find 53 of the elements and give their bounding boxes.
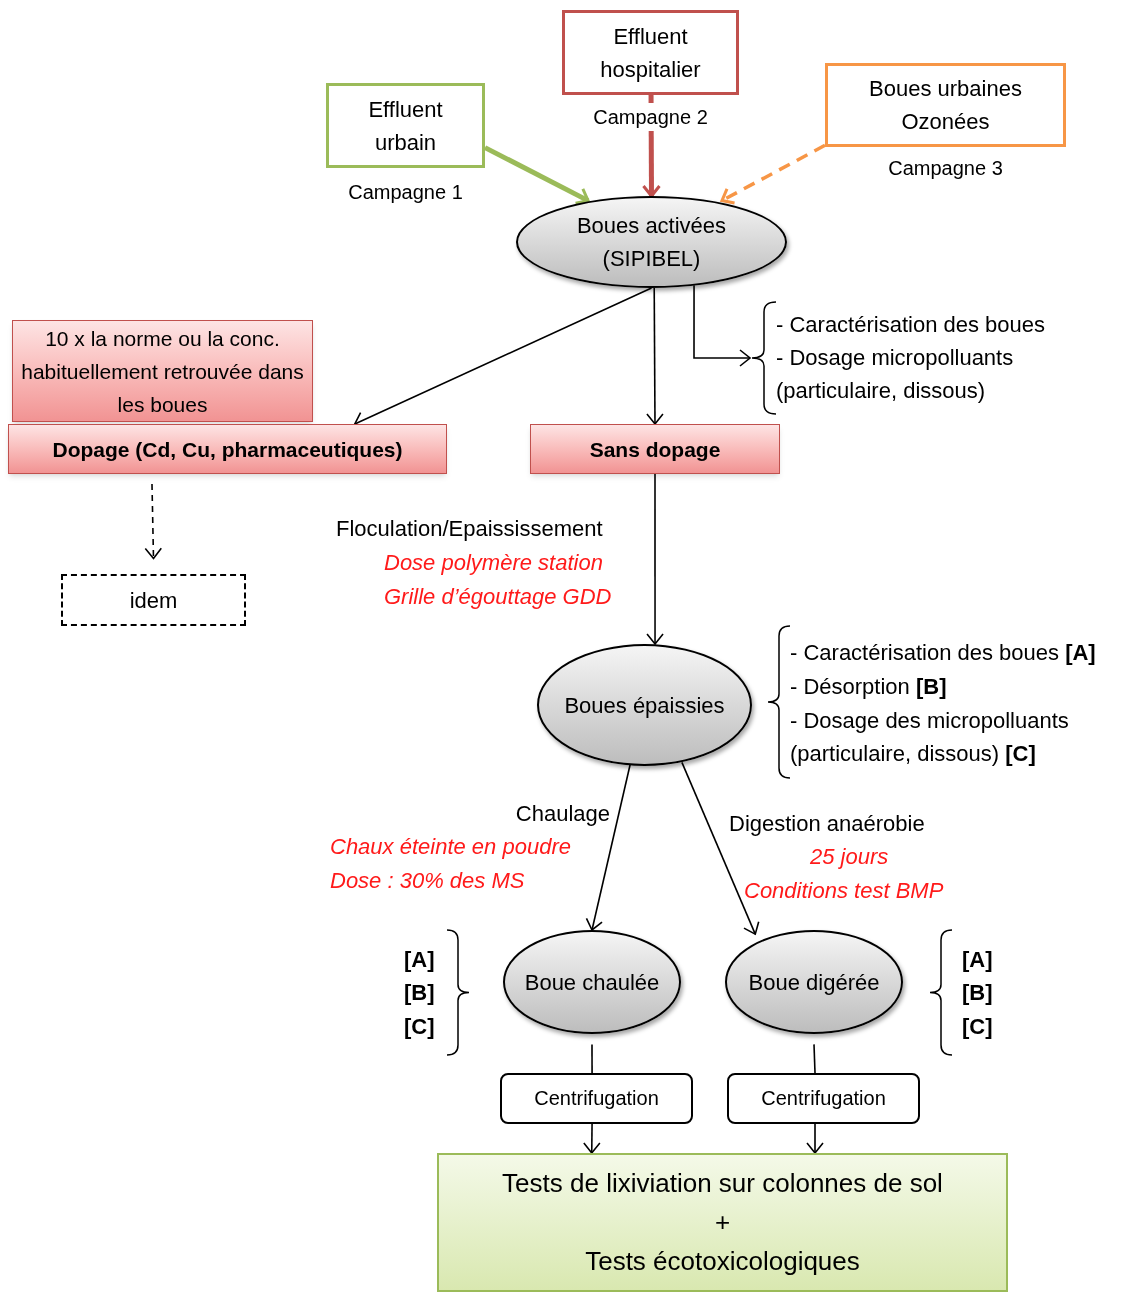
process-box (727, 1073, 920, 1124)
node-text: Centrifugation (534, 1086, 659, 1111)
step-label: Floculation/Epaississement (336, 515, 604, 543)
node-text: Effluent hospitalier (599, 22, 702, 84)
bullet-text: - Caractérisation des boues (776, 311, 1047, 339)
arrow (646, 473, 664, 645)
arrow (483, 145, 590, 205)
condition-note: Dose : 30% des MS (330, 867, 526, 895)
condition-note: Dose polymère station (384, 549, 604, 577)
analysis-code: [B] (404, 979, 436, 1007)
node-text: Effluent urbain (367, 95, 444, 157)
node-text: Boue chaulée (524, 968, 660, 997)
source-box (562, 10, 739, 95)
arrow (806, 1123, 824, 1154)
dashed-box (61, 574, 246, 626)
node-text: idem (129, 586, 178, 615)
analysis-code: [C] (404, 1013, 436, 1041)
process-box (530, 424, 780, 474)
process-box (8, 424, 447, 474)
arrow (585, 764, 631, 931)
node-text: Sans dopage (589, 436, 721, 463)
analysis-code: [A] (962, 946, 994, 974)
analysis-code: [C] (962, 1013, 994, 1041)
step-label: - Caractérisation des boues [A] (790, 639, 1097, 667)
node-text: Tests écotoxicologiques (585, 1245, 860, 1278)
node-text: Boue digérée (748, 968, 880, 997)
source-box (825, 63, 1066, 147)
step-label: - Dosage des micropolluants (particulaire, dissous) [C] (790, 707, 1070, 768)
condition-note: Chaux éteinte en poudre (330, 833, 572, 861)
condition-note: Grille d’égouttage GDD (384, 583, 613, 611)
node-text: Boues épaissies (564, 691, 725, 720)
condition-note: 25 jours (810, 843, 890, 871)
analysis-code: [A] (404, 946, 436, 974)
node-text: Tests de lixiviation sur colonnes de sol (502, 1167, 943, 1200)
node-text: Centrifugation (761, 1086, 886, 1111)
node-text: Boues activées (SIPIBEL) (575, 212, 728, 273)
node-text: Dopage (Cd, Cu, pharmaceutiques) (52, 436, 403, 463)
source-box (326, 83, 485, 168)
bullet-text: - Dosage micropolluants (particulaire, dissous) (776, 344, 1015, 405)
node-text: Boues urbaines Ozonées (868, 75, 1023, 136)
arrow (144, 483, 163, 560)
step-label: Digestion anaérobie (729, 810, 926, 838)
arrow (646, 287, 664, 425)
process-box (500, 1073, 693, 1124)
step-label: - Désorption [B] (790, 673, 948, 701)
analysis-code: [B] (962, 979, 994, 1007)
step-label: Chaulage (514, 800, 610, 828)
condition-note: Conditions test BMP (744, 877, 945, 905)
result-box (437, 1153, 1008, 1292)
node-text: 10 x la norme ou la conc. habituellement retrouvée dans les boues (21, 325, 304, 418)
node-text: + (714, 1206, 731, 1239)
arrow (583, 1123, 601, 1154)
arrow (720, 143, 826, 205)
